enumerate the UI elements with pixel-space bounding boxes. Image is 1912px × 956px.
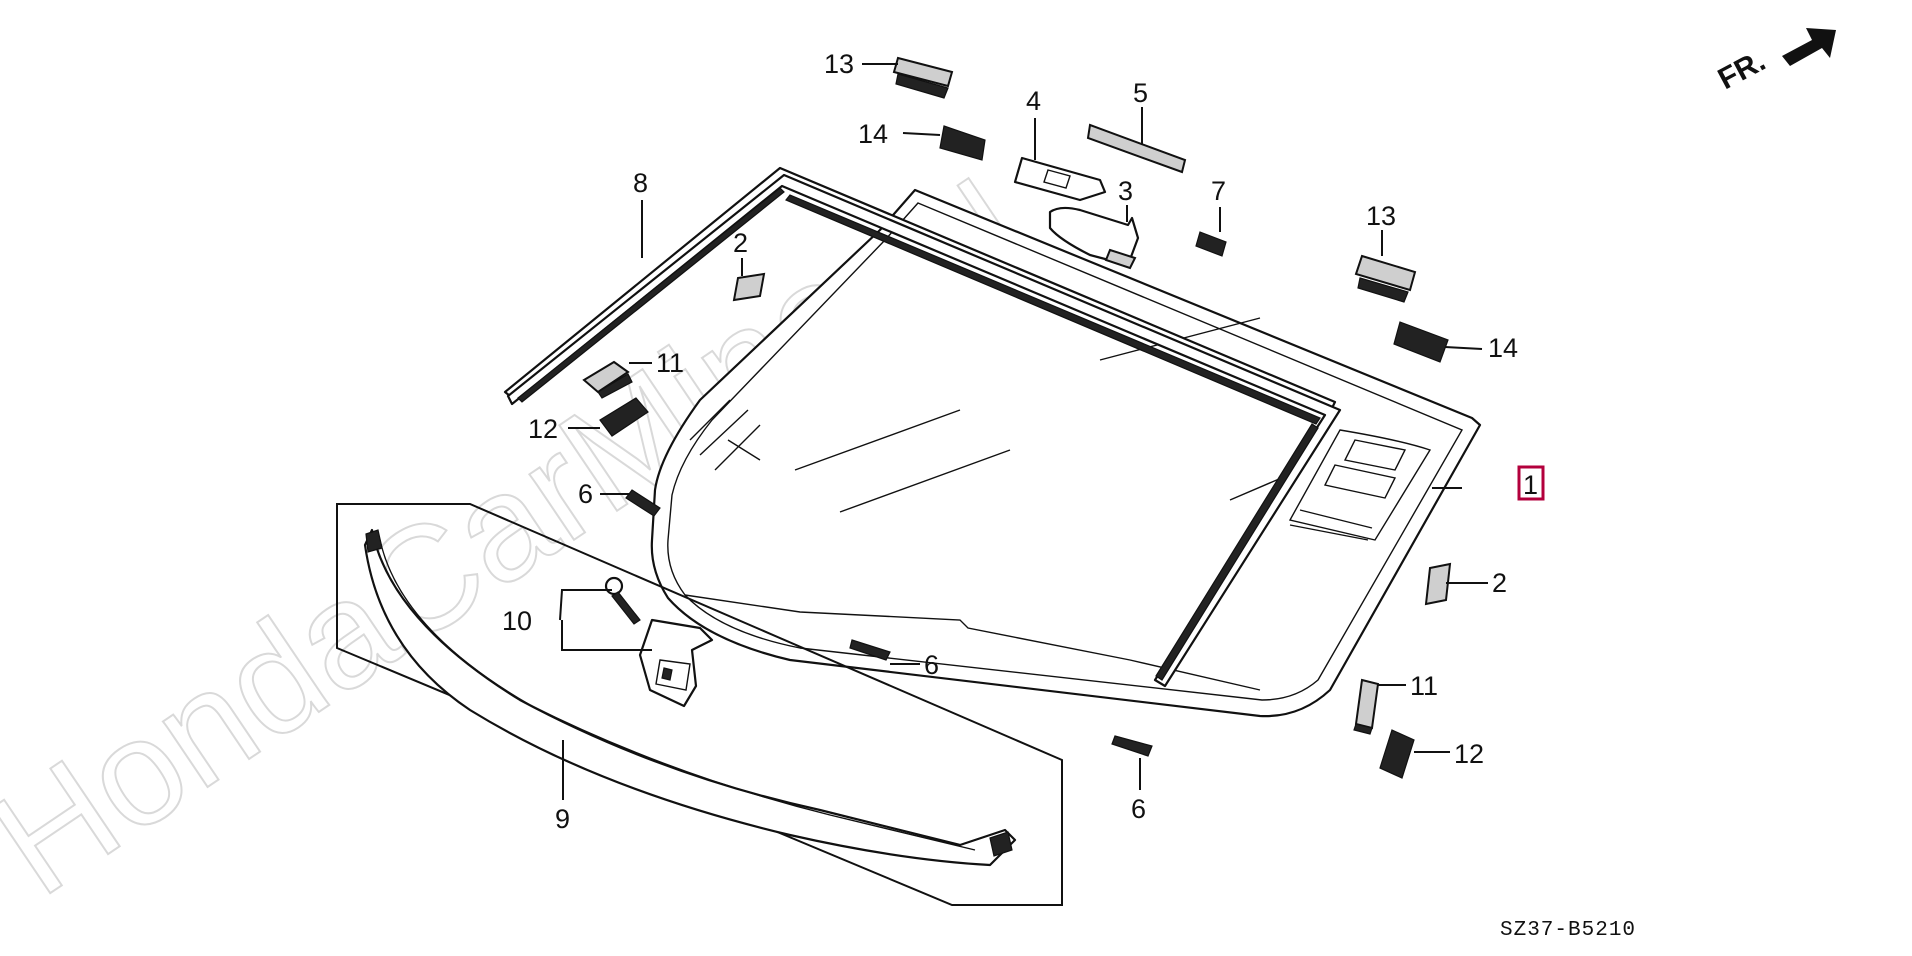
part-6-middle[interactable] — [849, 639, 891, 661]
callout-11-right[interactable]: 11 — [1410, 671, 1438, 701]
callout-1[interactable]: 1 — [1523, 470, 1538, 500]
callout-1-highlight[interactable]: 1 — [1517, 465, 1545, 501]
callout-7[interactable]: 7 — [1211, 176, 1226, 206]
callout-2-right[interactable]: 2 — [1492, 568, 1507, 598]
callout-14-right[interactable]: 14 — [1488, 333, 1518, 363]
callout-12-right[interactable]: 12 — [1454, 739, 1484, 769]
part-12-right[interactable] — [1379, 729, 1415, 779]
part-4-bracket[interactable] — [1013, 156, 1107, 202]
callout-5[interactable]: 5 — [1133, 78, 1148, 108]
part-2-right[interactable] — [1424, 562, 1452, 606]
callout-1-box — [1517, 465, 1545, 501]
part-2-left[interactable] — [732, 272, 766, 302]
callouts: 13 14 4 5 3 7 8 2 13 14 11 12 6 2 10 6 1… — [502, 49, 1518, 834]
diagram-code: SZ37-B5210 — [1500, 919, 1636, 942]
callout-3[interactable]: 3 — [1118, 176, 1133, 206]
lower-trim-molding[interactable] — [363, 528, 1017, 867]
part-11-right[interactable] — [1353, 678, 1380, 735]
callout-13-top[interactable]: 13 — [824, 49, 854, 79]
callout-4[interactable]: 4 — [1026, 86, 1041, 116]
part-10-screw[interactable] — [604, 576, 641, 625]
part-6-left[interactable] — [625, 489, 661, 517]
part-14-top[interactable] — [939, 125, 986, 161]
part-10-clip[interactable] — [638, 618, 714, 708]
part-13-right[interactable] — [1354, 254, 1417, 303]
front-arrow-icon — [1782, 28, 1836, 66]
lower-trim-box — [336, 503, 1063, 906]
part-6-bottom[interactable] — [1111, 735, 1153, 757]
callout-8[interactable]: 8 — [633, 168, 648, 198]
part-13-top[interactable] — [892, 56, 954, 99]
callout-9[interactable]: 9 — [555, 804, 570, 834]
part-11-left[interactable] — [582, 360, 633, 399]
part-12-left[interactable] — [599, 397, 649, 437]
upper-molding[interactable] — [503, 166, 1342, 688]
callout-6-left[interactable]: 6 — [578, 479, 593, 509]
part-14-right[interactable] — [1393, 321, 1449, 363]
front-direction-label: FR. — [1713, 44, 1771, 96]
callout-11-left[interactable]: 11 — [656, 348, 684, 378]
front-direction-indicator: FR. — [1713, 28, 1836, 96]
part-5-strip[interactable] — [1086, 123, 1187, 174]
callout-6-bottom[interactable]: 6 — [1131, 794, 1146, 824]
callout-6-middle[interactable]: 6 — [924, 650, 939, 680]
part-7-clip[interactable] — [1195, 231, 1227, 257]
callout-14-top[interactable]: 14 — [858, 119, 888, 149]
part-3-cover[interactable] — [1048, 206, 1140, 270]
callout-12-left[interactable]: 12 — [528, 414, 558, 444]
callout-10[interactable]: 10 — [502, 606, 532, 636]
leader-lines — [559, 63, 1488, 800]
windshield-glass[interactable] — [650, 188, 1482, 718]
callout-2-left[interactable]: 2 — [733, 228, 748, 258]
callout-13-right[interactable]: 13 — [1366, 201, 1396, 231]
